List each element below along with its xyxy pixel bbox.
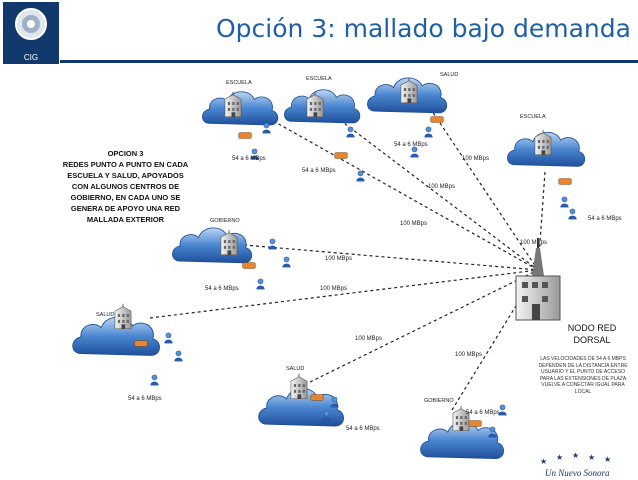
- link-label: 100 MBps: [455, 352, 482, 358]
- link-label: 100 MBps: [320, 286, 347, 292]
- title-rule: [60, 60, 638, 63]
- site-label: ESCUELA: [520, 114, 546, 120]
- site-gobierno-1: GOBIERNO 54 a 6 MBps: [172, 218, 291, 292]
- link-lines: [149, 107, 546, 411]
- option-line: GOBIERNO, EN CADA UNO SE: [70, 193, 181, 202]
- site-speed: 54 a 6 MBps: [128, 396, 162, 402]
- logo: CIG: [3, 2, 59, 64]
- svg-text:★: ★: [556, 453, 563, 462]
- svg-text:★: ★: [572, 451, 579, 460]
- site-escuela-1: ESCUELA 54 a 6 MBps: [201, 80, 279, 162]
- backbone-node-label: NODO RED DORSAL: [567, 323, 617, 345]
- site-escuela-2: ESCUELA 54 a 6 MBps: [283, 76, 365, 182]
- option-description: OPCION 3 REDES PUNTO A PUNTO EN CADA ESC…: [38, 148, 213, 225]
- link-line: [537, 171, 546, 271]
- site-speed: 54 a 6 MBps: [346, 426, 380, 432]
- site-label: GOBIERNO: [424, 398, 454, 404]
- site-speed: 54 a 6 MBps: [466, 410, 500, 416]
- svg-text:★: ★: [540, 457, 547, 466]
- link-labels: 100 MBps 100 MBps 100 MBps 100 MBps 100 …: [320, 156, 547, 358]
- link-line: [149, 269, 539, 319]
- site-salud-2: SALUD 54 a 6 MBps: [72, 303, 183, 402]
- link-line: [243, 244, 539, 271]
- seal-icon: [15, 8, 47, 40]
- link-label: 100 MBps: [520, 240, 547, 246]
- link-label: 100 MBps: [325, 256, 352, 262]
- backbone-node: [515, 238, 561, 321]
- option-line: MALLADA EXTERIOR: [86, 215, 165, 224]
- option-line: ESCUELA Y SALUD, APOYADOS: [67, 171, 184, 180]
- site-label: SALUD: [96, 312, 114, 318]
- link-label: 100 MBps: [400, 221, 427, 227]
- speed-note: LAS VELOCIDADES DE 54 A 6 MBPS DEPENDEN …: [538, 356, 628, 395]
- link-label: 100 MBps: [428, 184, 455, 190]
- footer-stars: ★ ★ ★ ★ ★: [540, 451, 611, 466]
- link-label: 100 MBps: [462, 156, 489, 162]
- site-gobierno-2: GOBIERNO 54 a 6 MBps: [420, 398, 507, 460]
- link-line: [309, 269, 539, 383]
- site-label: ESCUELA: [226, 80, 252, 86]
- link-label: 100 MBps: [355, 336, 382, 342]
- footer-slogan: Un Nuevo Sonora: [545, 468, 610, 478]
- page-title: Opción 3: mallado bajo demanda: [216, 14, 631, 43]
- link-line: [339, 119, 539, 271]
- site-label: GOBIERNO: [210, 218, 240, 224]
- site-label: SALUD: [440, 72, 458, 78]
- site-speed: 54 a 6 MBps: [588, 216, 622, 222]
- option-line: OPCION 3: [107, 149, 144, 158]
- site-salud-3: SALUD 54 a 6 MBps: [258, 366, 380, 432]
- site-salud-1: SALUD 54 a 6 MBps: [367, 72, 458, 158]
- site-escuela-3: ESCUELA 54 a 6 MBps: [506, 114, 622, 222]
- logo-label: CIG: [23, 53, 39, 62]
- site-speed: 54 a 6 MBps: [302, 168, 336, 174]
- site-label: SALUD: [286, 366, 304, 372]
- header-bar: CIG Opción 3: mallado bajo demanda: [0, 0, 638, 64]
- link-line: [267, 117, 539, 271]
- option-line: CON ALGUNOS CENTROS DE: [71, 182, 180, 191]
- site-speed: 54 a 6 MBps: [232, 156, 266, 162]
- site-label: ESCUELA: [306, 76, 332, 82]
- option-line: REDES PUNTO A PUNTO EN CADA: [62, 160, 189, 169]
- link-line: [429, 107, 539, 271]
- option-line: GENERA DE APOYO UNA RED: [70, 204, 181, 213]
- svg-text:★: ★: [588, 453, 595, 462]
- site-speed: 54 a 6 MBps: [205, 286, 239, 292]
- svg-text:★: ★: [604, 455, 611, 464]
- site-speed: 54 a 6 MBps: [394, 142, 428, 148]
